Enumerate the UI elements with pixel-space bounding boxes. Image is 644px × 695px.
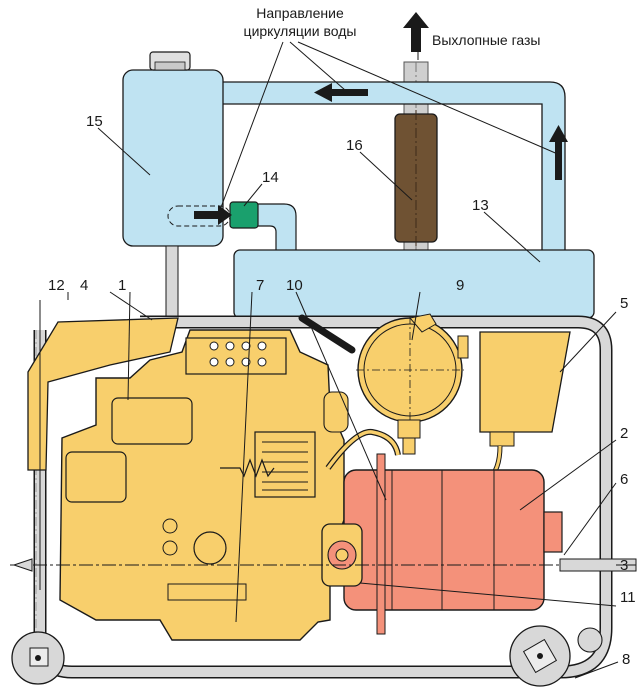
air-filter-housing (27, 317, 179, 471)
callout-3: 3 (620, 557, 628, 574)
water-pump (356, 313, 469, 455)
leader-lines (39, 40, 636, 679)
callout-2: 2 (620, 425, 628, 442)
generator (343, 453, 563, 635)
callout-12: 12 (48, 277, 65, 294)
flow-arrow-into-valve (194, 205, 232, 225)
callout-14: 14 (262, 169, 279, 186)
callout-10: 10 (286, 277, 303, 294)
callout-9: 9 (456, 277, 464, 294)
callout-4: 4 (80, 277, 88, 294)
water-circulation-label-line2: циркуляции воды (244, 23, 357, 39)
coupling (321, 523, 363, 587)
flow-arrow-top-pipe (314, 83, 368, 102)
water-circulation-label-line1: Направление (256, 5, 344, 21)
callout-8: 8 (622, 651, 630, 668)
wheel-left (11, 631, 65, 685)
callout-11: 11 (620, 589, 636, 606)
wheel-right (509, 625, 603, 687)
fuel-tank (479, 331, 571, 433)
callout-16: 16 (346, 137, 363, 154)
flow-arrow-right-pipe (549, 125, 568, 180)
callout-numbers: 1 2 3 4 5 6 7 8 9 10 11 12 13 14 15 16 (48, 113, 636, 668)
callout-6: 6 (620, 471, 628, 488)
callout-1: 1 (118, 277, 126, 294)
expansion-tank (122, 69, 224, 247)
callout-15: 15 (86, 113, 103, 130)
exhaust-up-arrow (403, 12, 429, 52)
callout-7: 7 (256, 277, 264, 294)
callout-5: 5 (620, 295, 628, 312)
callout-13: 13 (472, 197, 489, 214)
engine-block (59, 329, 349, 641)
exhaust-gases-label: Выхлопные газы (432, 32, 540, 48)
